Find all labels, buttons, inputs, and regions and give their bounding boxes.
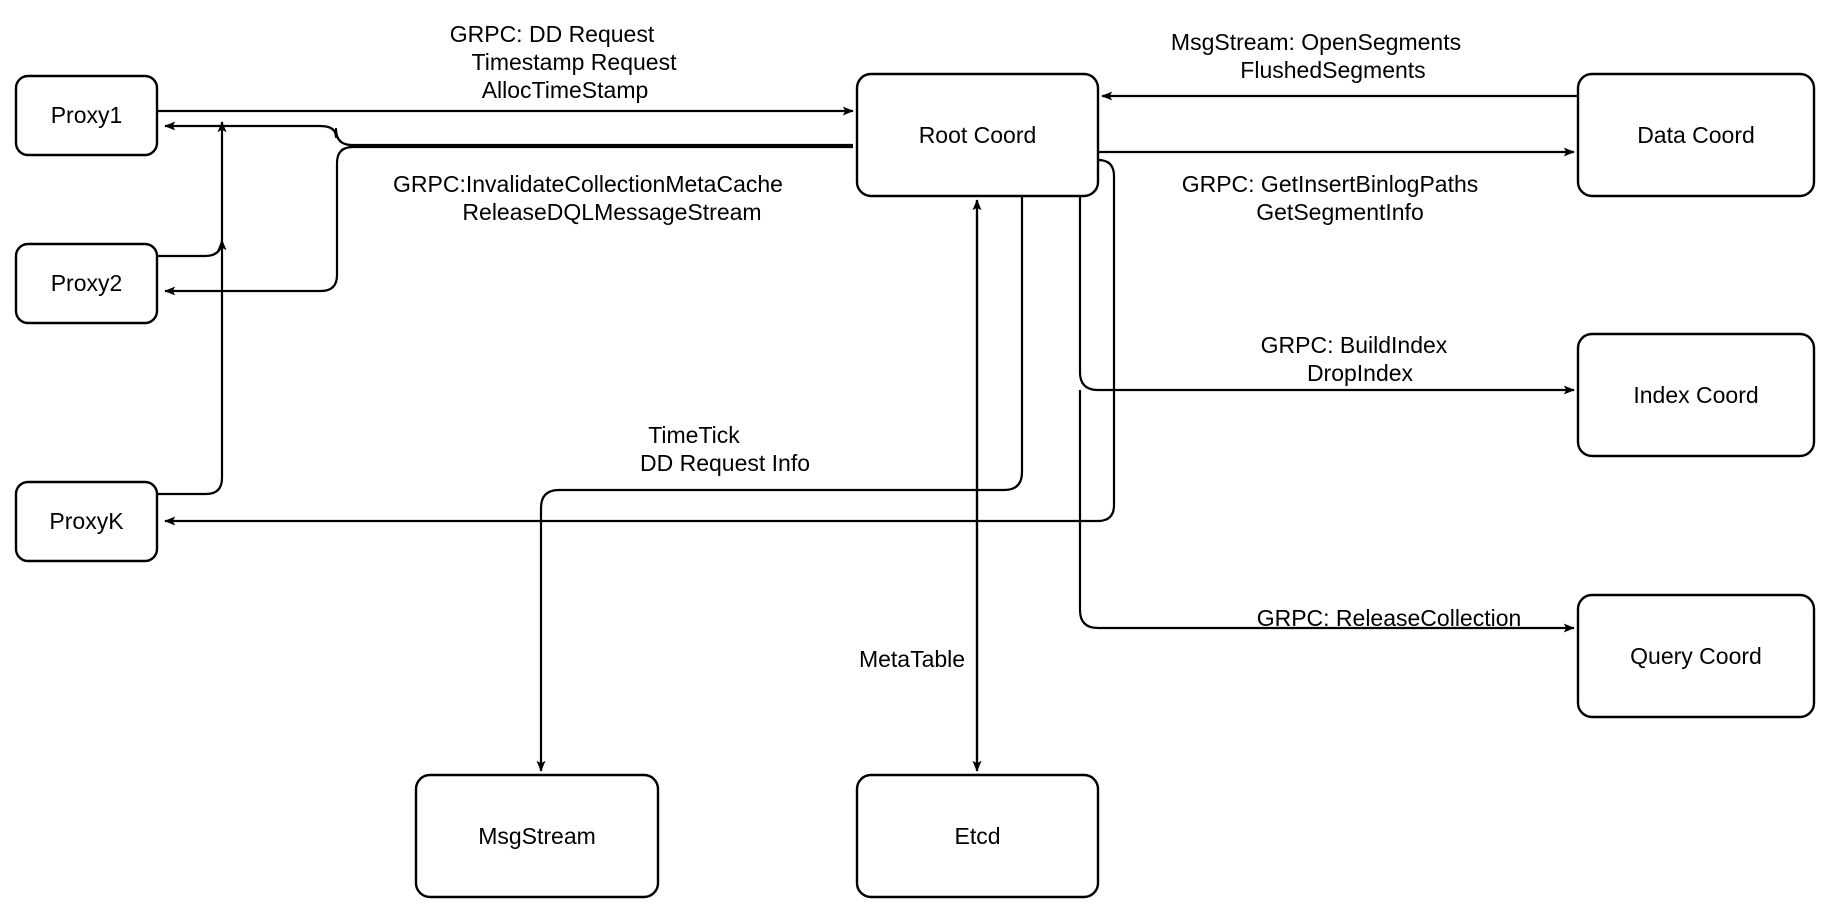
node-proxyk-label: ProxyK xyxy=(49,508,124,534)
edge-label-proxy-to-root-line-3: AllocTimeStamp xyxy=(482,77,649,103)
node-etcd-shape[interactable] xyxy=(855,773,1100,899)
edge-label-proxy-to-root: GRPC: DD Request Timestamp Request Alloc… xyxy=(450,21,677,103)
edge-rootcoord-to-proxyk xyxy=(164,158,1116,526)
node-proxy1[interactable]: Proxy1 xyxy=(14,74,159,157)
node-rootcoord-label: Root Coord xyxy=(919,122,1037,148)
edge-label-root-to-data-line-2: GetSegmentInfo xyxy=(1256,199,1424,225)
edge-label-root-to-index-line-2: DropIndex xyxy=(1307,360,1414,386)
edge-label-root-to-proxy-line-2: ReleaseDQLMessageStream xyxy=(462,199,761,225)
edge-rootcoord-to-proxy2 xyxy=(164,145,853,296)
node-rootcoord-shape[interactable] xyxy=(855,72,1100,198)
node-msgstream-label: MsgStream xyxy=(478,823,596,849)
node-datacoord[interactable]: Data Coord xyxy=(1576,72,1816,198)
edge-proxyk-to-rootcoord xyxy=(157,239,227,496)
edge-rootcoord-to-msgstream xyxy=(536,196,1024,772)
edge-label-root-to-msgstream-line-1: TimeTick xyxy=(648,422,740,448)
node-proxy2[interactable]: Proxy2 xyxy=(14,242,159,325)
node-querycoord-label: Query Coord xyxy=(1630,643,1762,669)
edge-label-data-to-root-line-2: FlushedSegments xyxy=(1240,57,1425,83)
edge-label-root-etcd: MetaTable xyxy=(859,646,965,672)
edge-label-root-to-query: GRPC: ReleaseCollection xyxy=(1257,605,1522,631)
edge-label-data-to-root: MsgStream: OpenSegments FlushedSegments xyxy=(1171,29,1461,83)
node-proxy1-label: Proxy1 xyxy=(51,102,123,128)
edge-proxy2-to-rootcoord xyxy=(157,121,227,258)
edge-labels-layer: GRPC: DD Request Timestamp Request Alloc… xyxy=(393,21,1521,672)
edge-label-root-etcd-line-1: MetaTable xyxy=(859,646,965,672)
edge-label-root-to-query-line-1: GRPC: ReleaseCollection xyxy=(1257,605,1522,631)
edge-label-root-to-proxy: GRPC:InvalidateCollectionMetaCache Relea… xyxy=(393,171,783,225)
node-datacoord-shape[interactable] xyxy=(1576,72,1816,198)
edge-label-proxy-to-root-line-1: GRPC: DD Request xyxy=(450,21,655,47)
node-querycoord[interactable]: Query Coord xyxy=(1576,593,1816,719)
edge-label-proxy-to-root-line-2: Timestamp Request xyxy=(472,49,678,75)
node-indexcoord[interactable]: Index Coord xyxy=(1576,332,1816,458)
node-msgstream-shape[interactable] xyxy=(414,773,660,899)
edge-rootcoord-to-proxy1 xyxy=(164,121,853,147)
node-querycoord-shape[interactable] xyxy=(1576,593,1816,719)
node-proxy2-shape[interactable] xyxy=(14,242,159,325)
node-msgstream[interactable]: MsgStream xyxy=(414,773,660,899)
edge-label-root-to-data-line-1: GRPC: GetInsertBinlogPaths xyxy=(1182,171,1479,197)
edge-label-root-to-msgstream: TimeTick DD Request Info xyxy=(640,422,810,476)
node-proxyk-shape[interactable] xyxy=(14,480,159,563)
node-indexcoord-label: Index Coord xyxy=(1633,382,1758,408)
node-etcd-label: Etcd xyxy=(954,823,1000,849)
node-etcd[interactable]: Etcd xyxy=(855,773,1100,899)
node-proxy2-label: Proxy2 xyxy=(51,270,123,296)
edge-label-root-to-index-line-1: GRPC: BuildIndex xyxy=(1261,332,1448,358)
node-proxy1-shape[interactable] xyxy=(14,74,159,157)
nodes-layer: Proxy1 Proxy2 ProxyK Root Coord Data Coo… xyxy=(14,72,1816,899)
node-indexcoord-shape[interactable] xyxy=(1576,332,1816,458)
edge-rootcoord-to-querycoord xyxy=(1078,390,1575,633)
edge-label-root-to-msgstream-line-2: DD Request Info xyxy=(640,450,810,476)
node-datacoord-label: Data Coord xyxy=(1637,122,1755,148)
edge-label-data-to-root-line-1: MsgStream: OpenSegments xyxy=(1171,29,1461,55)
edge-label-root-to-proxy-line-1: GRPC:InvalidateCollectionMetaCache xyxy=(393,171,783,197)
edges-layer xyxy=(157,91,1578,772)
node-proxyk[interactable]: ProxyK xyxy=(14,480,159,563)
node-rootcoord[interactable]: Root Coord xyxy=(855,72,1100,198)
edge-label-root-to-index: GRPC: BuildIndex DropIndex xyxy=(1261,332,1448,386)
edge-label-root-to-data: GRPC: GetInsertBinlogPaths GetSegmentInf… xyxy=(1182,171,1479,225)
